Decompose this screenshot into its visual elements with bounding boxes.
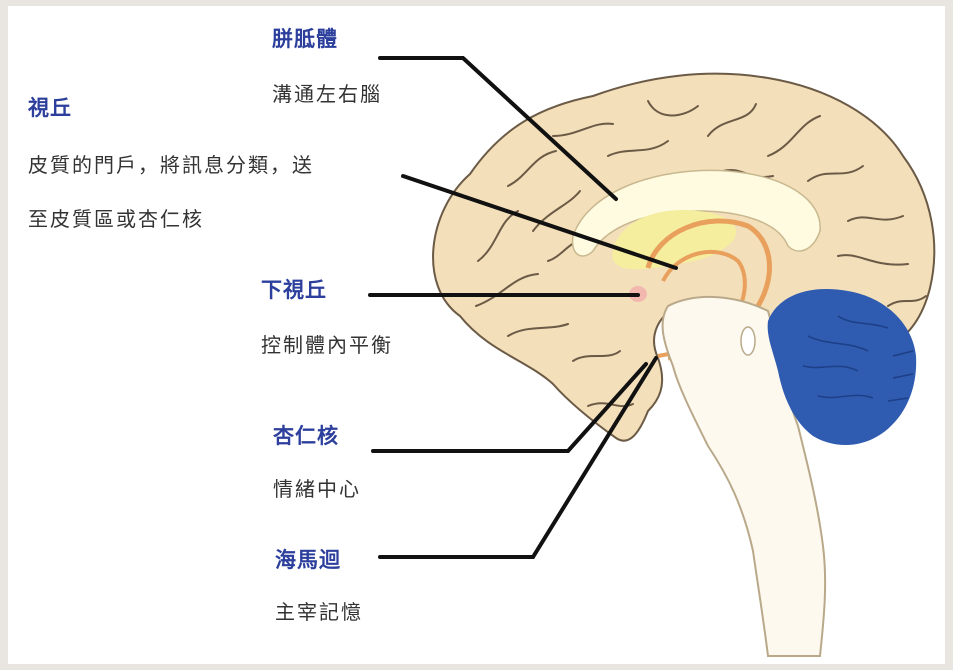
pons-detail (741, 327, 755, 355)
amygdala-description: 情緒中心 (273, 473, 361, 502)
corpus-callosum-title: 胼胝體 (272, 23, 338, 53)
hypothalamus-description: 控制體內平衡 (261, 329, 393, 358)
hypothalamus-title: 下視丘 (261, 274, 327, 304)
thalamus-description-line2: 至皮質區或杏仁核 (28, 203, 204, 232)
hippocampus-title: 海馬迴 (275, 544, 341, 574)
figure-frame: 胼胝體 溝通左右腦 視丘 皮質的門戶，將訊息分類，送 至皮質區或杏仁核 下視丘 … (8, 6, 945, 664)
hippocampus-description: 主宰記憶 (275, 596, 363, 625)
brain-diagram (8, 6, 945, 664)
amygdala-title: 杏仁核 (273, 420, 339, 450)
thalamus-title: 視丘 (28, 92, 72, 122)
thalamus-description-line1: 皮質的門戶，將訊息分類，送 (28, 149, 314, 178)
corpus-callosum-description: 溝通左右腦 (272, 78, 382, 107)
